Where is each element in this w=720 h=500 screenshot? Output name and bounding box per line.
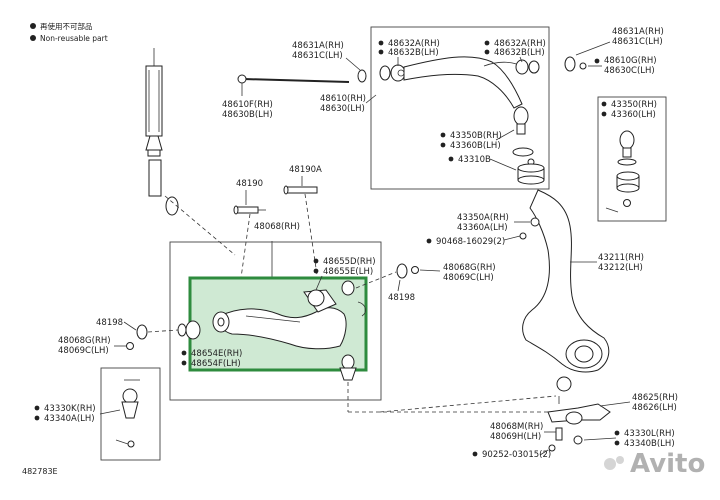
label-48068: 48068(RH): [254, 222, 300, 232]
label-43330K: 43330K(RH): [44, 404, 96, 414]
lower-arm-box: [169, 241, 382, 401]
label-48655D: 48655D(RH): [323, 257, 376, 267]
label-43350: 43350(RH): [611, 100, 657, 110]
legend-line-2: Non-reusable part: [40, 34, 108, 43]
label-90468: 90468-16029(2): [436, 237, 505, 247]
bushing-icon: [357, 69, 367, 83]
label-48654F: 48654F(LH): [191, 359, 241, 369]
label-48069C-left: 48069C(LH): [58, 346, 109, 356]
label-90252: 90252-03015(2): [482, 450, 551, 460]
label-48198-left: 48198: [96, 318, 123, 328]
label-48610: 48610(RH): [320, 94, 366, 104]
label-43350A: 43350A(RH): [457, 213, 509, 223]
label-43360A: 43360A(LH): [457, 223, 508, 233]
label-48630B: 48630B(LH): [222, 110, 273, 120]
shock-absorber: [145, 48, 236, 256]
label-48631A-right: 48631A(RH): [612, 27, 664, 37]
left-ball-joint: [115, 379, 140, 448]
label-43330L: 43330L(RH): [624, 429, 675, 439]
label-43340B: 43340B(LH): [624, 439, 675, 449]
label-48632B-left: 48632B(LH): [388, 48, 439, 58]
label-48632B-right: 48632B(LH): [494, 48, 545, 58]
label-48190A: 48190A: [289, 165, 322, 175]
non-reusable-marker-icon: [30, 35, 36, 41]
diagram-code: 482783E: [22, 467, 58, 476]
label-43211: 43211(RH): [598, 253, 644, 263]
label-43340A: 43340A(LH): [44, 414, 95, 424]
label-43310B: 43310B: [458, 155, 491, 165]
lower-ball-joint-right: [547, 403, 611, 445]
label-48610G: 48610G(RH): [604, 56, 657, 66]
legend: 再使用不可部品 Non-reusable part: [30, 21, 108, 43]
label-48630: 48630(LH): [320, 104, 365, 114]
bolt-48190: [233, 205, 266, 215]
upper-arm: [379, 56, 540, 109]
label-48610F: 48610F(RH): [222, 100, 273, 110]
upper-ball-joint: [512, 106, 545, 185]
bolt-48190A: [283, 185, 318, 195]
lower-control-arm: [212, 280, 366, 350]
upper-bushing-icon: [564, 56, 576, 72]
label-43212: 43212(LH): [598, 263, 643, 273]
spare-ball-joint: [605, 130, 640, 213]
label-48068G-right: 48068G(RH): [443, 263, 496, 273]
label-48068G-left: 48068G(RH): [58, 336, 111, 346]
reusable-marker-icon: [30, 23, 36, 29]
label-48631C-right: 48631C(LH): [612, 37, 663, 47]
label-48630C: 48630C(LH): [604, 66, 655, 76]
label-48190: 48190: [236, 179, 263, 189]
label-48631A: 48631A(RH): [292, 41, 344, 51]
label-48654E: 48654E(RH): [191, 349, 242, 359]
front-bushing-icon: [185, 320, 201, 340]
label-48069H: 48069H(LH): [490, 432, 541, 442]
steering-knuckle: [522, 189, 610, 404]
left-bushing-icon: [136, 324, 148, 340]
label-48625: 48625(RH): [632, 393, 678, 403]
label-48068M: 48068M(RH): [490, 422, 543, 432]
ball-joint-box: [597, 96, 667, 222]
label-48631C: 48631C(LH): [292, 51, 343, 61]
label-48655E: 48655E(LH): [323, 267, 373, 277]
label-48632A-left: 48632A(RH): [388, 39, 440, 49]
label-48198-right: 48198: [388, 293, 415, 303]
upper-arm-box: [370, 26, 550, 190]
label-48626: 48626(LH): [632, 403, 677, 413]
label-48632A-right: 48632A(RH): [494, 39, 546, 49]
lower-ball-joint: [339, 354, 357, 412]
watermark-text: Avito: [630, 449, 705, 479]
label-43360: 43360(LH): [611, 110, 656, 120]
watermark: Avito: [604, 449, 705, 479]
label-43350B: 43350B(RH): [450, 131, 502, 141]
label-48069C-right: 48069C(LH): [443, 273, 494, 283]
stabilizer-bar: [237, 74, 350, 96]
label-43360B: 43360B(LH): [450, 141, 501, 151]
legend-line-1: 再使用不可部品: [40, 21, 93, 31]
